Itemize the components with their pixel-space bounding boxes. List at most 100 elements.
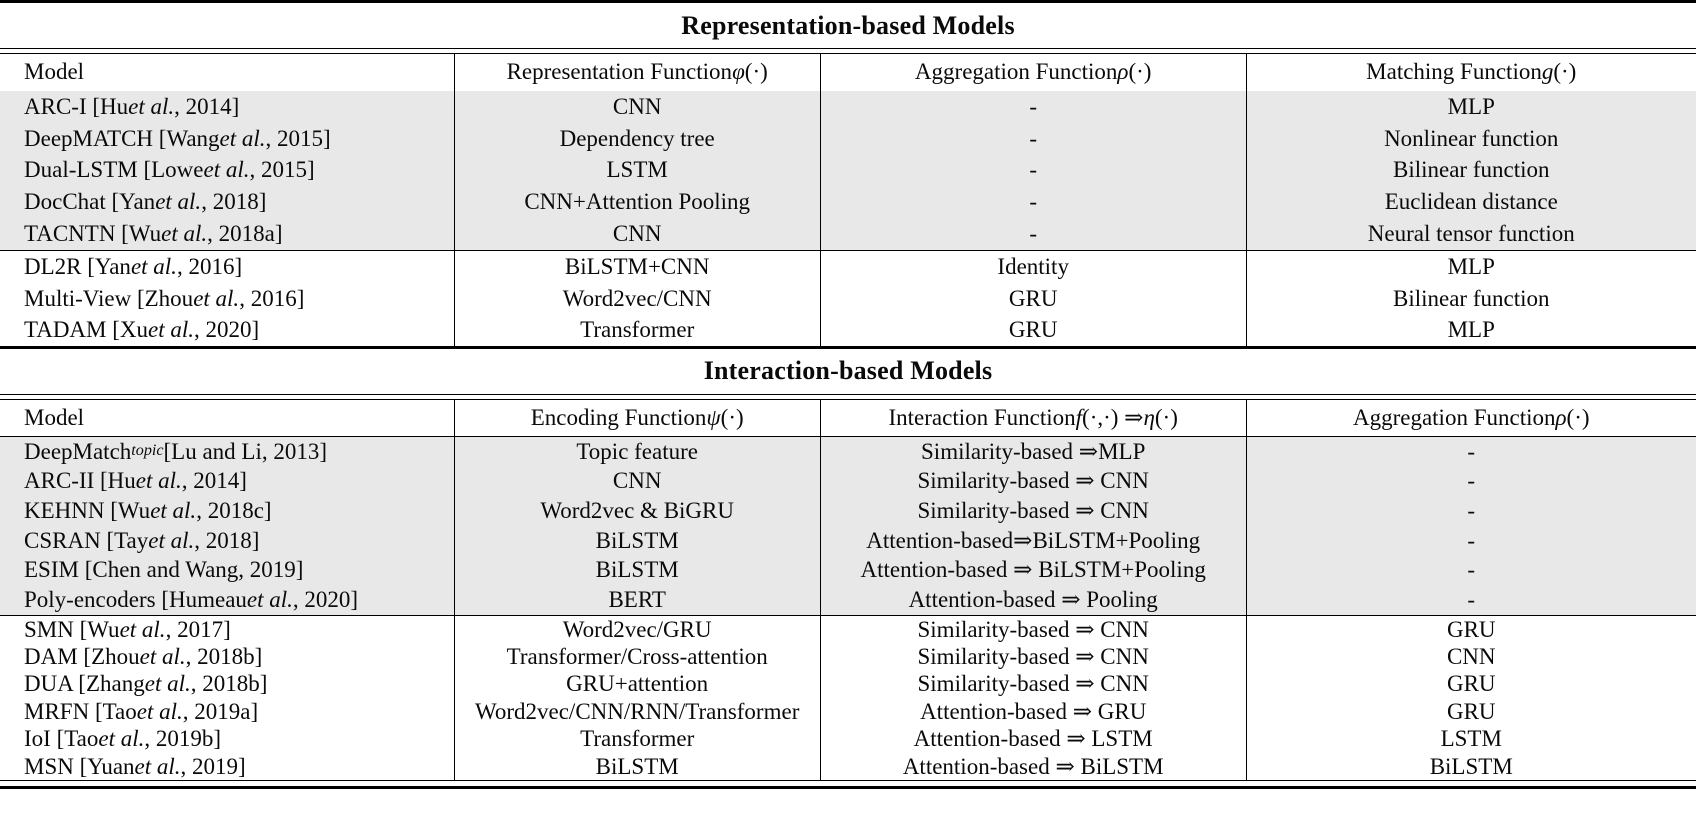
cell-value: Attention-based ⇒ BiLSTM+Pooling (821, 555, 1247, 586)
cell-value: LSTM (1440, 726, 1502, 752)
cell-value: BERT (455, 585, 821, 615)
cell-value: MLP (1447, 253, 1495, 279)
cell-value: GRU (1446, 616, 1496, 642)
cell-model-name: DeepMATCH [Wang et al., 2015] (0, 122, 455, 155)
column-header-function: Matching Function g(·) (1366, 59, 1577, 85)
cell-value: - (821, 122, 1247, 155)
cell-model-name: TADAM [Xu et al., 2020] (0, 314, 455, 347)
cell-value: GRU (1446, 671, 1496, 697)
cell-value: Word2vec/CNN/RNN/Transformer (455, 698, 821, 726)
section-divider-rule (0, 346, 1696, 349)
cell-value: - (821, 154, 1247, 187)
cell-model-name: SMN [Wu et al., 2017] (0, 616, 455, 644)
cell-model-name: ARC-I [Hu et al., 2014] (0, 91, 455, 123)
cell-model-name: KEHNN [Wu et al., 2018c] (0, 496, 455, 526)
cell-value: Bilinear function (1393, 157, 1550, 183)
cell-value: - (1467, 468, 1476, 494)
cell-value: Similarity-based ⇒ CNN (821, 616, 1247, 644)
cell-value: Word2vec & BiGRU (455, 496, 821, 526)
cell-model-name: MSN [Yuan et al., 2019] (0, 752, 455, 781)
cell-value: - (1467, 498, 1476, 524)
cell-value: Transformer (455, 314, 821, 347)
column-header-function: Aggregation Function ρ(·) (821, 54, 1247, 91)
table-row: DeepMATCH [Wang et al., 2015]Dependency … (0, 122, 1696, 155)
cell-value: Similarity-based ⇒ CNN (821, 496, 1247, 526)
cell-value: MLP (1447, 93, 1495, 119)
table-row: KEHNN [Wu et al., 2018c]Word2vec & BiGRU… (0, 496, 1696, 526)
cell-model-name: DocChat [Yan et al., 2018] (0, 186, 455, 219)
cell-model-name: MRFN [Tao et al., 2019a] (0, 698, 455, 726)
cell-value: - (821, 91, 1247, 123)
cell-value: LSTM (455, 154, 821, 187)
cell-value: Dependency tree (455, 122, 821, 155)
cell-value: Similarity-based ⇒ CNN (821, 670, 1247, 699)
cell-model-name: ARC-II [Hu et al., 2014] (0, 466, 455, 497)
cell-model-name: CSRAN [Tay et al., 2018] (0, 525, 455, 556)
cell-value: - (821, 218, 1247, 250)
column-header-function: Representation Function φ(·) (455, 54, 821, 91)
cell-value: - (1467, 438, 1476, 464)
column-header-function: Aggregation Function ρ(·) (1352, 404, 1590, 430)
column-header-model: Model (0, 399, 455, 436)
cell-value: BiLSTM (455, 752, 821, 781)
cell-value: BiLSTM (455, 555, 821, 586)
cell-value: MLP (1447, 317, 1495, 343)
cell-value: CNN (455, 218, 821, 250)
cell-value: Attention-based ⇒ Pooling (821, 585, 1247, 615)
cell-value: CNN (455, 91, 821, 123)
cell-value: GRU (821, 314, 1247, 347)
cell-value: Word2vec/CNN (455, 282, 821, 315)
cell-model-name: DUA [Zhang et al., 2018b] (0, 670, 455, 699)
cell-value: Attention-based ⇒ LSTM (821, 725, 1247, 753)
table-row: ARC-I [Hu et al., 2014]CNN- MLP (0, 91, 1696, 123)
cell-value: BiLSTM (455, 525, 821, 556)
top-rule (0, 0, 1696, 3)
table-row: Dual-LSTM [Lowe et al., 2015]LSTM-Biline… (0, 154, 1696, 187)
table-row: DocChat [Yan et al., 2018]CNN+Attention … (0, 186, 1696, 219)
cell-value: Nonlinear function (1384, 125, 1559, 151)
cell-model-name: Multi-View [Zhou et al., 2016] (0, 282, 455, 315)
cell-value: CNN (455, 466, 821, 497)
double-rule (0, 393, 1696, 400)
table-title-text: Representation-based Models (681, 10, 1015, 40)
table-section-title: Representation-based Models (0, 3, 1696, 48)
cell-value: Similarity-based ⇒ CNN (821, 643, 1247, 671)
cell-model-name: Poly-encoders [Humeau et al., 2020] (0, 585, 455, 615)
double-rule (0, 48, 1696, 54)
cell-value: Similarity-based ⇒ CNN (821, 466, 1247, 497)
cell-value: CNN+Attention Pooling (455, 186, 821, 219)
cell-value: Attention-based ⇒ BiLSTM (821, 752, 1247, 781)
table-row: Multi-View [Zhou et al., 2016]Word2vec/C… (0, 282, 1696, 315)
cell-value: - (1467, 527, 1476, 553)
cell-value: BiLSTM (1429, 753, 1513, 779)
table-section-title: Interaction-based Models (0, 349, 1696, 394)
cell-value: Transformer/Cross-attention (455, 643, 821, 671)
cell-value: - (821, 186, 1247, 219)
cell-value: Attention-based ⇒ GRU (821, 698, 1247, 726)
table-row: MRFN [Tao et al., 2019a]Word2vec/CNN/RNN… (0, 698, 1696, 726)
cell-value: Topic feature (455, 436, 821, 467)
cell-model-name: DL2R [Yan et al., 2016] (0, 250, 455, 283)
column-header-function: Interaction Function f(·,·) ⇒ η(·) (821, 399, 1247, 436)
cell-value: BiLSTM+CNN (455, 250, 821, 283)
cell-value: Identity (821, 250, 1247, 283)
cell-model-name: ESIM [Chen and Wang, 2019] (0, 555, 455, 586)
cell-value: CNN (1446, 644, 1496, 670)
